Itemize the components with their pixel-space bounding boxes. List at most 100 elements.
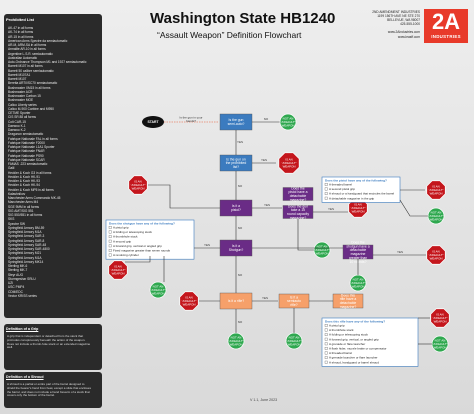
label-no: NO (238, 320, 243, 324)
pistol-features-list-checkbox (324, 196, 328, 200)
prohibited-list-item: Heckler & Koch G3 in all forms (8, 170, 52, 175)
shotgun-features-list-item: Fixed magazine greater than seven rounds (113, 248, 171, 252)
prohibited-list-item: Fabrique Nationale FNAR (8, 149, 45, 154)
version-footer: V 1.1, June 2023 (250, 398, 278, 402)
rifle-features-list-item: A threaded barrel (329, 351, 352, 355)
prohibited-list-item: Barrett M107 in all forms (8, 64, 43, 69)
grip-definition-body: A grip that is independent or detached f… (7, 334, 91, 350)
result-is-aw-rifle-feature (430, 308, 450, 328)
start-oval-label: START (147, 120, 159, 124)
prohibited-list-item: Beretta AR70/SC70 semiautomatic (8, 81, 58, 86)
prohibited-list-item: Australian Automatic (8, 55, 38, 60)
shotgun-features-list-checkbox (108, 226, 112, 229)
result-not-aw-pistol-feature-label: NOT AN“ASSAULT”WEAPON (429, 211, 444, 222)
pistol-features-list (321, 176, 401, 203)
result-is-aw-shotgun-mag (426, 245, 446, 265)
result-is-aw-pistol-feature (426, 180, 446, 200)
prohibited-list-item: Auto-Ordnance Thompson M1 and 1927 semia… (8, 60, 87, 64)
prohibited-list-item: AK-74 in all forms (8, 30, 34, 35)
rifle-features-list-checkbox (324, 356, 328, 359)
prohibited-list-item: Heckler & Koch HK-91 (8, 174, 40, 179)
rifle-features-list-item: A shroud, handguard or barrel shroud (329, 360, 379, 364)
label-no: NO (238, 184, 243, 188)
logo-mark: 2A (431, 9, 461, 34)
rifle-features-list (321, 317, 419, 367)
rifle-features-list-checkbox (324, 324, 328, 327)
prohibited-list-item: Manchester Arms Commando MK-45 (8, 196, 61, 200)
prohibited-list-item: Sterling MK-6 (8, 264, 28, 268)
prohibited-list-item: Sterling MK-7 (8, 268, 28, 273)
shroud-definition-title: Definition of a Shroud (6, 375, 44, 379)
result-is-aw-rifle-left-label: IS AN“ASSAULT”WEAPON (182, 296, 197, 307)
rifle-features-list-item: A forward grip, vertical, or angled grip (329, 337, 379, 341)
result-not-aw-rifle-label: NOT AN“ASSAULT”WEAPON (229, 336, 244, 347)
prohibited-list-item: Bushmaster MOE (8, 98, 34, 103)
result-is-aw-pistol-feature-label: IS AN“ASSAULT”WEAPON (429, 185, 444, 196)
label-no: NO (238, 273, 243, 277)
rifle-features-list-item: A thumbhole stock (329, 328, 354, 332)
prohibited-list-item: CDM/EDC (8, 289, 23, 294)
page-title: Washington State HB1240 (150, 10, 336, 27)
shotgun-features-list-title: Does the shotgun have any of the followi… (109, 222, 175, 226)
result-is-aw-pistol-cap-label: IS AN“ASSAULT”WEAPON (351, 203, 366, 214)
prohibited-list-item: Springfield Armory SAR-8 (8, 238, 45, 243)
prohibited-list-item: Kalashnikov (8, 191, 26, 196)
prohibited-list-item: Barrett M107A1 (8, 72, 31, 77)
prohibited-list-item: Bushmaster XM15 in all forms (8, 85, 51, 90)
label-no: NO (264, 117, 269, 121)
prohibited-list-item: Spectre SW (8, 221, 26, 226)
result-is-aw-left-top-label: IS AN“ASSAULT”WEAPON (131, 180, 146, 191)
address-line: 1199 156TH AVE NE STE 270 (377, 14, 420, 19)
prohibited-list-item: Armalite AR-10 in all forms (8, 47, 46, 52)
prohibited-list-item: Daewoo K-1 (8, 123, 26, 128)
label-no: NO (238, 226, 243, 230)
prohibited-list-item: Heckler & Koch HK-93 (8, 179, 40, 183)
shotgun-features-list-item: A folding or telescoping stock (113, 230, 152, 234)
prohibited-list-item: American Arms Spectre da semiautomatic (8, 38, 68, 43)
page-subtitle: “Assault Weapon” Definition Flowchart (157, 30, 302, 40)
label-yes: YES (262, 296, 268, 300)
pistol-features-list-item: A second pistol grip (329, 187, 355, 191)
rifle-features-list-title: Does this rifle have any of the followin… (325, 320, 385, 324)
grip-definition-title: Definition of a Grip (6, 327, 39, 331)
prohibited-list-item: Fabrique Nationale L1A1 Sporter (8, 145, 55, 149)
shotgun-features-list-item: A second grip (113, 239, 132, 243)
result-not-aw-semiauto-label: NOT AN“ASSAULT”WEAPON (281, 117, 296, 128)
shotgun-features-list-item: A revolving cylinder (113, 253, 139, 257)
prohibited-list-item: Bushmaster ACR (8, 89, 33, 94)
prohibited-list-item: SKS (8, 217, 15, 222)
shotgun-features-list-checkbox (108, 253, 112, 257)
prohibited-list-item: Sturmgeshar SRLU (8, 276, 36, 281)
rifle-features-list-item: A folding or telescoping stock (329, 333, 368, 337)
prohibited-list-item: SIG AMT/SIG 551 (8, 208, 34, 213)
result-is-aw-rifle-left (179, 291, 199, 311)
result-is-aw-shotgun-feature-label: IS AN“ASSAULT”WEAPON (111, 265, 126, 276)
prohibited-list-item: Springfield Armory BM-59 (8, 225, 45, 230)
prohibited-list-title: Prohibited List (6, 17, 34, 22)
shotgun-features-list-item: A pistol grip (113, 225, 129, 229)
label-yes: YES (237, 140, 243, 144)
result-not-aw-shotgun-feature-label: NOT AN“ASSAULT”WEAPON (151, 285, 166, 296)
shotgun-features-list-checkbox (108, 249, 112, 252)
prohibited-list-item: Springfield Armory MK14 (8, 259, 44, 264)
shotgun-features-list-checkbox (108, 244, 112, 248)
prohibited-list-item: CETME Sporter (8, 111, 31, 115)
prohibited-list-item: Argentine L.S.R. semiautomatic (8, 51, 53, 56)
pistol-features-list-checkbox (324, 183, 328, 186)
result-is-aw-left-top (128, 175, 148, 195)
prohibited-list-panel (4, 14, 102, 318)
start-oval (142, 116, 164, 128)
pistol-features-list-item: A shroud or a handguard that encircles t… (329, 192, 394, 196)
result-is-aw-list (278, 152, 300, 174)
rifle-features-list-item: A grenade launcher or flare launcher (329, 356, 378, 360)
result-not-aw-shotgun-mag-label: NOT AN“ASSAULT”WEAPON (351, 278, 366, 289)
result-is-aw-rifle-feature-label: IS AN“ASSAULT”WEAPON (433, 313, 448, 324)
prohibited-list-item: SIG 550/551 in all forms (8, 213, 43, 217)
